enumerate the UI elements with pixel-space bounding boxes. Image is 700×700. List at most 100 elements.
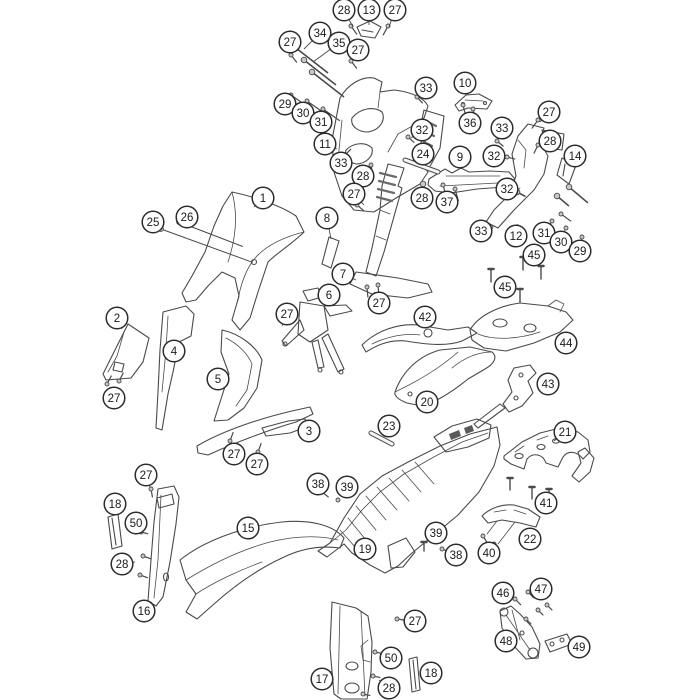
pin-rod-highlight — [403, 158, 440, 174]
callout-balloon-38: 38 — [306, 472, 330, 496]
part-subframe-bracket — [503, 427, 595, 483]
pin-rod-highlight — [369, 431, 394, 446]
callout-balloon-6: 6 — [317, 283, 341, 307]
balloon-number: 18 — [109, 499, 122, 511]
bolt-fastener-icon — [565, 183, 589, 204]
screw-fastener-icon — [255, 442, 262, 455]
balloon-number: 33 — [475, 226, 488, 238]
screw-fastener-icon — [512, 596, 522, 606]
balloon-number: 39 — [341, 482, 354, 494]
balloon-number: 6 — [326, 290, 332, 302]
balloon-number: 17 — [316, 674, 329, 686]
balloon-number: 1 — [260, 193, 266, 205]
balloon-number: 11 — [319, 139, 331, 151]
callout-balloon-23: 23 — [377, 414, 401, 438]
callout-balloon-7: 7 — [331, 262, 355, 286]
screw-fastener-icon — [360, 691, 371, 697]
screw-fastener-icon — [523, 616, 532, 625]
screw-fastener-icon — [348, 58, 358, 69]
callout-balloon-31: 31 — [309, 110, 333, 134]
callout-balloon-14: 14 — [563, 144, 587, 168]
callout-balloon-43: 43 — [536, 372, 560, 396]
balloon-number: 27 — [348, 189, 361, 201]
balloon-number: 19 — [359, 544, 372, 556]
callout-balloon-33: 33 — [490, 116, 514, 140]
callout-balloon-39: 39 — [335, 475, 359, 499]
balloon-number: 8 — [324, 213, 330, 225]
balloon-number: 21 — [559, 427, 572, 439]
part-bracket-9 — [427, 167, 516, 194]
dot-fastener-icon — [549, 218, 555, 224]
callout-balloon-47: 47 — [529, 577, 553, 601]
balloon-number: 45 — [499, 282, 512, 294]
screw-fastener-icon — [148, 486, 154, 498]
balloon-number: 30 — [555, 237, 568, 249]
callout-balloon-28: 28 — [332, 0, 356, 22]
callout-balloon-27: 27 — [342, 182, 366, 206]
callout-balloon-37: 37 — [435, 190, 459, 214]
leader-line — [303, 40, 313, 50]
balloon-number: 34 — [314, 28, 327, 40]
callout-balloon-17: 17 — [310, 667, 334, 691]
callout-balloon-10: 10 — [453, 71, 477, 95]
part-rear-cowl — [394, 346, 496, 407]
screw-fastener-icon — [382, 23, 391, 36]
callout-balloon-32: 32 — [410, 118, 434, 142]
balloon-number: 43 — [542, 379, 555, 391]
balloon-number: 27 — [352, 45, 365, 57]
part-strip-left — [107, 513, 123, 550]
callout-balloon-32: 32 — [495, 177, 519, 201]
dot-fastener-icon — [335, 497, 341, 503]
callout-balloon-40: 40 — [477, 541, 501, 565]
balloon-number: 27 — [389, 5, 402, 17]
callout-balloon-29: 29 — [568, 239, 592, 263]
callout-balloon-42: 42 — [413, 305, 437, 329]
part-rack-plate — [469, 299, 574, 352]
balloon-number: 31 — [538, 228, 551, 240]
balloon-number: 12 — [510, 231, 523, 243]
part-stand-bracket — [281, 287, 353, 375]
balloon-number: 29 — [279, 99, 292, 111]
callout-balloon-21: 21 — [553, 420, 577, 444]
balloon-number: 28 — [357, 171, 370, 183]
callout-balloon-28: 28 — [351, 164, 375, 188]
part-center-pillar — [349, 163, 433, 299]
screw-fastener-icon — [140, 553, 152, 560]
leader-line — [312, 49, 331, 63]
screw-fastener-icon — [137, 572, 149, 579]
part-trim-blades — [196, 406, 314, 456]
balloon-number: 18 — [425, 668, 438, 680]
part-side-panel-2 — [102, 323, 150, 381]
callout-balloon-29: 29 — [273, 92, 297, 116]
callout-balloon-38: 38 — [444, 543, 468, 567]
balloon-number: 30 — [297, 108, 310, 120]
callout-balloon-19: 19 — [353, 537, 377, 561]
callout-balloon-45: 45 — [493, 275, 517, 299]
callout-balloon-5: 5 — [206, 367, 230, 391]
screw-fastener-icon — [116, 372, 124, 384]
leader-line — [348, 19, 354, 28]
dot-fastener-icon — [579, 234, 585, 240]
callout-balloon-20: 20 — [415, 390, 439, 414]
callout-balloon-27: 27 — [222, 442, 246, 466]
balloon-number: 15 — [242, 523, 255, 535]
callout-balloon-4: 4 — [162, 339, 186, 363]
callout-balloon-1: 1 — [251, 186, 275, 210]
screw-fastener-icon — [544, 602, 553, 611]
balloon-number: 10 — [459, 78, 472, 90]
balloon-number: 14 — [569, 151, 582, 163]
balloon-number: 37 — [441, 197, 454, 209]
balloon-number: 27 — [228, 449, 241, 461]
callout-balloon-12: 12 — [504, 224, 528, 248]
balloon-number: 7 — [340, 269, 346, 281]
balloon-number: 40 — [483, 548, 496, 560]
callout-balloon-46: 46 — [491, 581, 515, 605]
callout-balloon-11: 11 — [313, 132, 337, 156]
leader-line — [328, 228, 332, 240]
callout-balloon-32: 32 — [482, 144, 506, 168]
callout-balloon-33: 33 — [469, 219, 493, 243]
screw-fastener-icon — [535, 607, 544, 616]
screw-fastener-icon — [494, 138, 504, 147]
part-lower-shell — [317, 418, 501, 574]
callout-balloon-18: 18 — [419, 661, 443, 685]
